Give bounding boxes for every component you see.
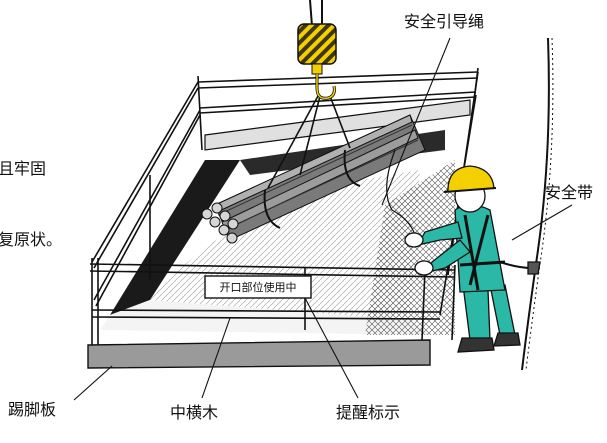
warning-sign: 开口部位使用中 bbox=[204, 275, 312, 299]
warning-sign-text: 开口部位使用中 bbox=[220, 280, 297, 294]
back-toe-board bbox=[204, 99, 471, 151]
floor-opening bbox=[100, 130, 445, 335]
label-safety-guide-rope: 安全引导绳 bbox=[404, 12, 485, 31]
pipe-bundle bbox=[201, 114, 426, 244]
label-mid-rail: 中横木 bbox=[170, 403, 219, 422]
safety-net bbox=[365, 160, 455, 335]
cropped-text-line-2: 复原状。 bbox=[0, 230, 63, 249]
label-toe-board: 踢脚板 bbox=[8, 400, 57, 419]
guardrail bbox=[89, 67, 479, 348]
front-toe-board bbox=[87, 339, 431, 369]
label-warning-sign: 提醒标示 bbox=[336, 403, 401, 422]
leader-lines bbox=[73, 37, 573, 401]
crane-hook bbox=[297, 0, 337, 100]
label-safety-belt: 安全带 bbox=[545, 183, 594, 202]
cropped-text-line-1: 且牢固 bbox=[0, 159, 47, 178]
worker bbox=[404, 165, 541, 353]
guide-rope bbox=[386, 149, 416, 236]
lifting-slings bbox=[267, 95, 351, 189]
lifeline-rope bbox=[521, 37, 554, 371]
